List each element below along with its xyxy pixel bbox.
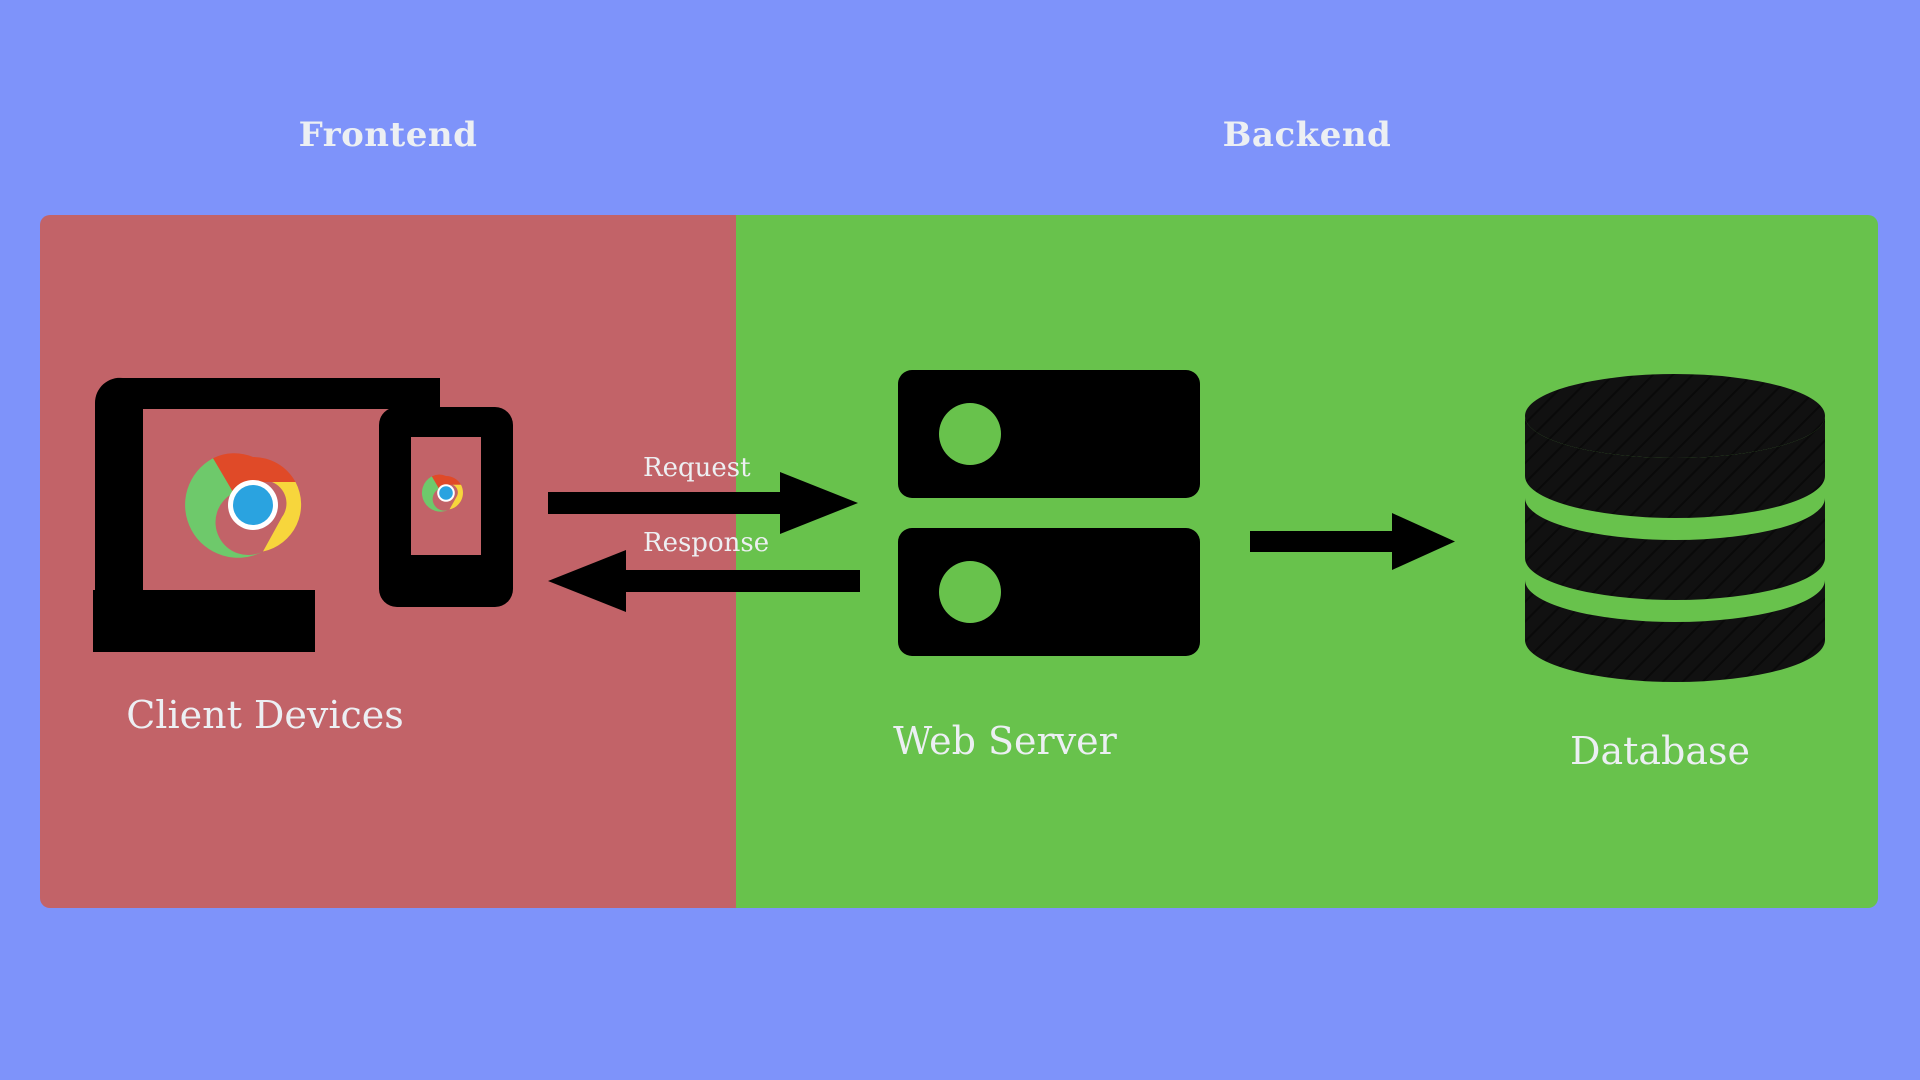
server-indicator-top <box>939 403 1001 465</box>
chrome-logo-large <box>185 453 302 558</box>
arrow-left-icon <box>548 550 860 612</box>
server-indicator-bottom <box>939 561 1001 623</box>
database-top-cap <box>1525 374 1825 458</box>
arrow-right-icon <box>1250 513 1455 570</box>
response-arrow-label: Response <box>643 528 770 558</box>
database-segment-top <box>1525 416 1825 518</box>
client-devices-label: Client Devices <box>126 693 404 737</box>
database-cylinder-icon <box>1525 374 1825 682</box>
database-icon-group <box>1520 348 1830 682</box>
database-segment-middle <box>1525 498 1825 600</box>
client-devices-icon-group <box>93 375 515 655</box>
chrome-logo-small <box>421 474 463 512</box>
server-unit-top <box>898 370 1200 498</box>
arrow-right-icon <box>548 472 858 534</box>
web-server-label: Web Server <box>893 719 1117 763</box>
server-unit-bottom <box>898 528 1200 656</box>
server-to-database-arrow <box>1250 512 1460 572</box>
server-rack-icon <box>898 370 1200 656</box>
database-label: Database <box>1569 729 1751 773</box>
database-segment-bottom <box>1525 580 1825 682</box>
laptop-and-phone-with-chrome-browser-icon <box>93 377 513 652</box>
section-heading-frontend: Frontend <box>298 115 478 155</box>
request-arrow-label: Request <box>643 453 751 483</box>
request-arrow <box>548 470 868 538</box>
web-server-icon-group <box>898 370 1200 672</box>
section-heading-backend: Backend <box>1222 115 1392 155</box>
response-arrow <box>540 548 860 616</box>
laptop-left-edge <box>95 409 143 594</box>
laptop-base-shape <box>93 590 315 652</box>
